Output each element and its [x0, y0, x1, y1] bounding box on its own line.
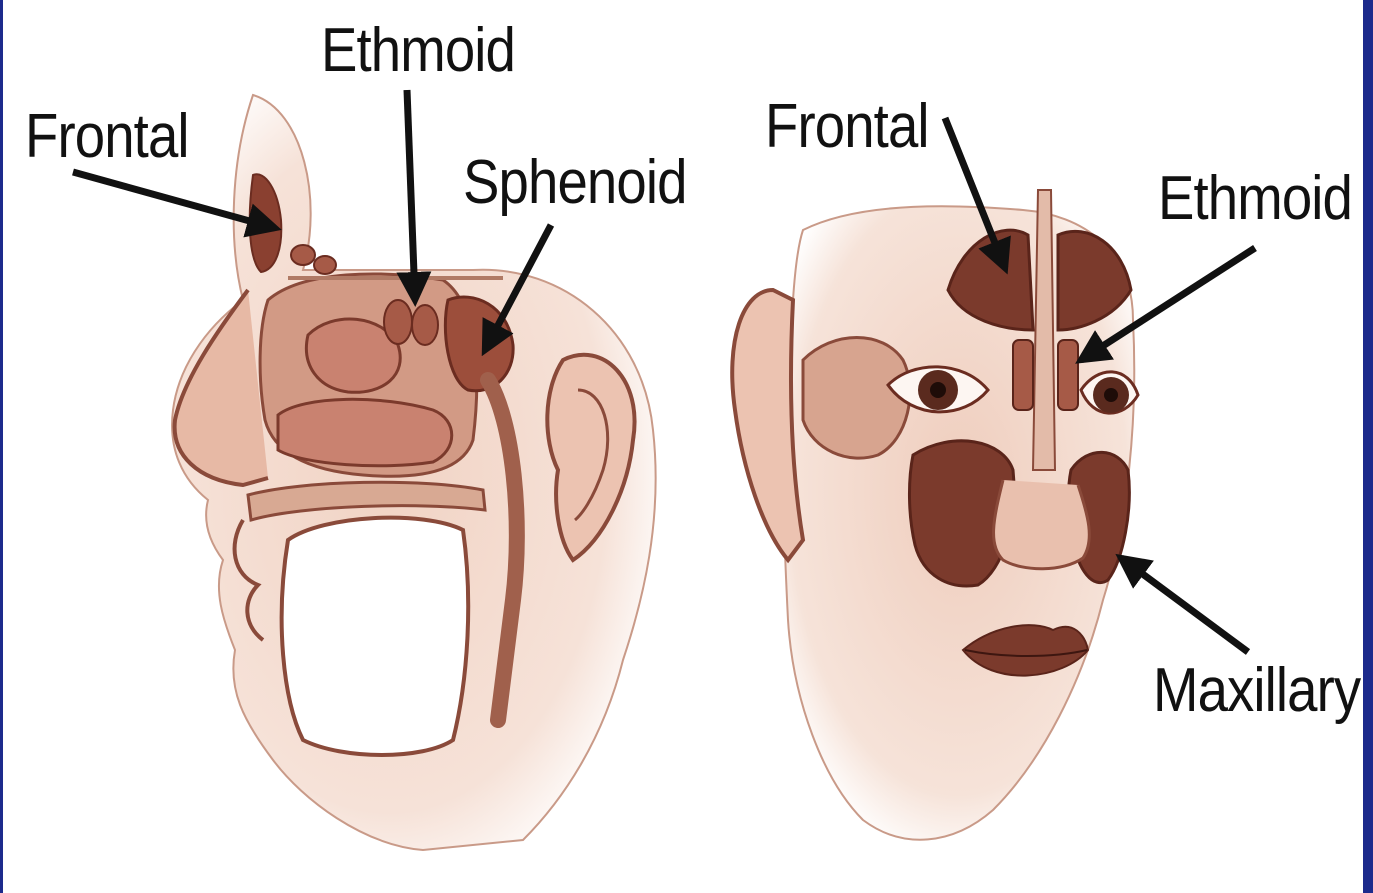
sinus-anatomy-figure	[3, 0, 1363, 893]
nose-frontal	[994, 480, 1090, 569]
turbinate-large	[278, 399, 452, 465]
temporal-cutaway	[803, 338, 910, 459]
label-right-ethmoid: Ethmoid	[1158, 168, 1352, 230]
label-left-sphenoid: Sphenoid	[463, 152, 687, 214]
ear-frontal	[732, 290, 803, 560]
frontal-face-illustration	[732, 190, 1138, 840]
label-left-frontal: Frontal	[25, 106, 189, 168]
oral-cavity	[282, 518, 469, 755]
nasal-septum	[1033, 190, 1055, 470]
label-right-frontal: Frontal	[765, 96, 929, 158]
arrow-right-maxillary	[1121, 558, 1248, 652]
arrow-left-ethmoid	[407, 90, 415, 300]
label-left-ethmoid: Ethmoid	[321, 20, 515, 82]
label-right-maxillary: Maxillary	[1153, 660, 1360, 722]
